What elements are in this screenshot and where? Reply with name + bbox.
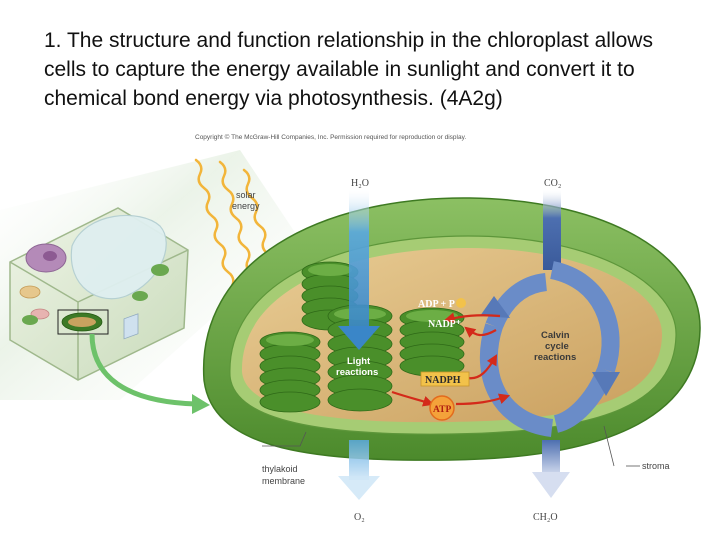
adp-label: ADP + P — [418, 299, 455, 310]
exchange-arrows — [391, 312, 511, 407]
nadp-label: NADP⁺ — [428, 319, 461, 330]
stroma-label: stroma — [642, 461, 670, 471]
phosphate-dot — [456, 298, 466, 308]
nadph-label: NADPH — [425, 375, 461, 386]
thylakoid-label-line1: thylakoid — [262, 464, 298, 474]
nadph-box — [420, 371, 470, 387]
light-label-line2: reactions — [336, 367, 378, 378]
co2-label: CO₂ — [544, 178, 561, 189]
light-label-line1: Light — [347, 356, 371, 367]
co2-arrow — [543, 190, 561, 270]
zoom-arrow — [89, 333, 197, 407]
ch2o-label: CH₂O — [533, 512, 558, 523]
ch2o-arrow — [532, 440, 570, 498]
solar-label-line2: energy — [232, 201, 260, 211]
slide-title: 1. The structure and function relationsh… — [44, 29, 653, 110]
plant-cell — [9, 207, 189, 381]
solar-label-line1: solar — [236, 190, 256, 200]
cell-chloroplast-highlight — [57, 309, 109, 335]
calvin-label-line1: Calvin — [541, 330, 570, 341]
calvin-cycle-arrows — [479, 261, 620, 437]
calvin-label-line3: reactions — [534, 352, 576, 363]
thylakoid-label-line2: membrane — [262, 476, 305, 486]
calvin-arrowhead-left — [480, 296, 510, 318]
calvin-label-line2: cycle — [545, 341, 569, 352]
h2o-label: H₂O — [351, 178, 369, 189]
water-arrow — [338, 190, 380, 500]
atp-burst — [429, 395, 455, 421]
vacuole — [70, 214, 167, 300]
o2-label: O₂ — [354, 512, 365, 523]
leader-lines — [262, 425, 640, 467]
atp-label: ATP — [433, 405, 451, 415]
copyright-text: Copyright © The McGraw-Hill Companies, I… — [195, 133, 466, 141]
calvin-arrowhead-right — [592, 372, 620, 396]
grana-stacks — [259, 261, 465, 413]
